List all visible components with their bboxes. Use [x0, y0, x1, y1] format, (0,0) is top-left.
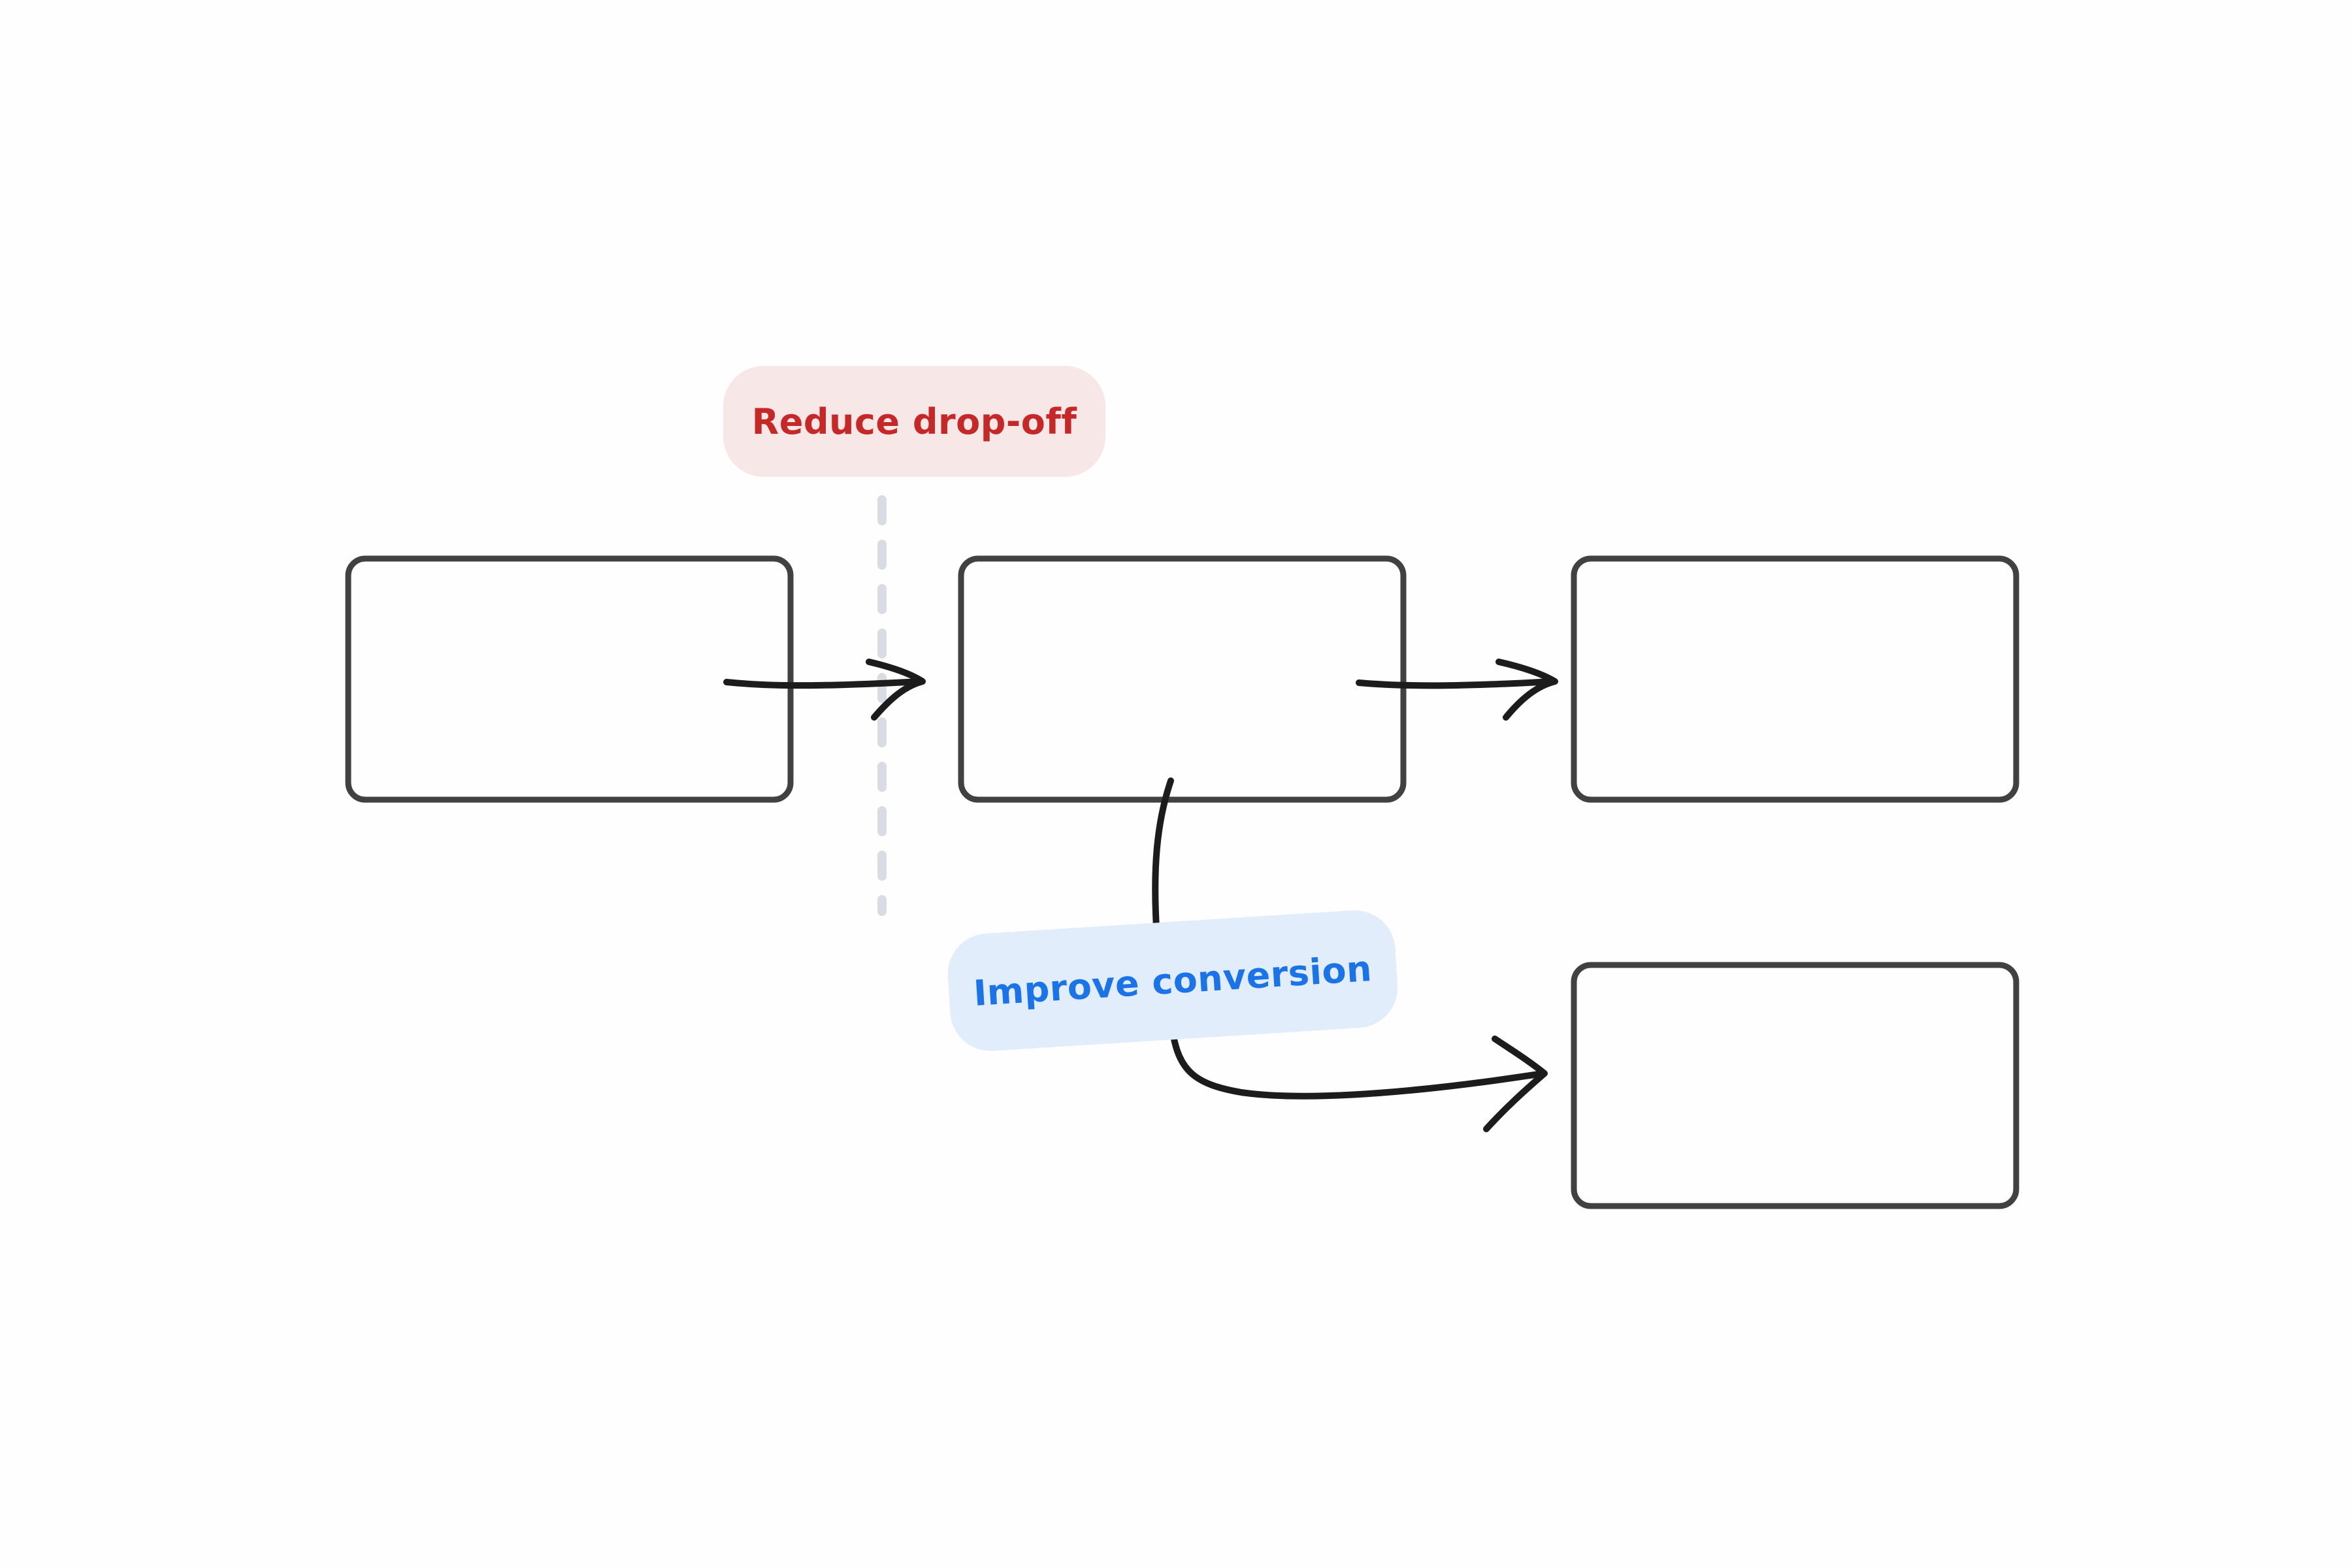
step-box-1[interactable]	[345, 555, 794, 803]
arrow-step1-to-step2	[723, 659, 926, 721]
annotation-improve-conversion-label: Improve conversion	[972, 947, 1373, 1014]
annotation-reduce-dropoff: Reduce drop-off	[723, 366, 1105, 477]
arrow-step2-to-step3	[1356, 659, 1558, 721]
step-box-2[interactable]	[958, 555, 1407, 803]
step-box-4[interactable]	[1571, 962, 2019, 1209]
annotation-reduce-dropoff-label: Reduce drop-off	[751, 400, 1077, 442]
step-box-3[interactable]	[1571, 555, 2019, 803]
arrow-step2-to-step4	[1152, 777, 1548, 1132]
